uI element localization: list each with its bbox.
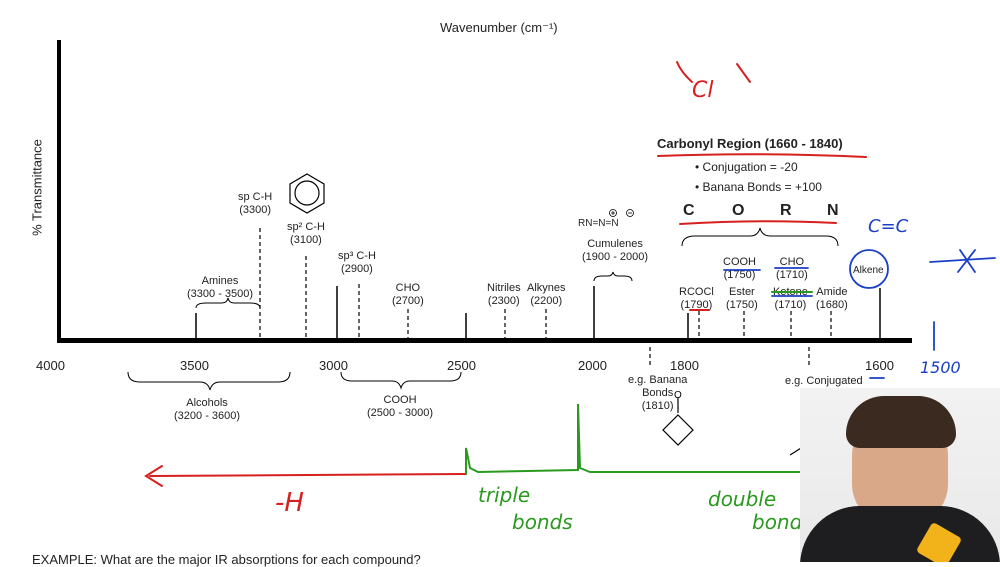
carbonyl-bullet-1: • Conjugation = -20 bbox=[695, 160, 798, 174]
red-arrow-head bbox=[144, 465, 163, 487]
tick-1800: 1800 bbox=[670, 358, 699, 373]
presenter-shirt bbox=[800, 506, 1000, 562]
handwritten-c-equals-c: C=C bbox=[868, 216, 909, 237]
blue-line-x bbox=[929, 257, 996, 263]
tick-3000: 3000 bbox=[319, 358, 348, 373]
label-amines: Amines(3300 - 3500) bbox=[187, 275, 254, 300]
label-sp3-ch: sp³ C-H(2900) bbox=[338, 250, 376, 275]
underline-carbonyl-title bbox=[657, 153, 867, 158]
label-cooh-1750: COOH(1750) bbox=[723, 256, 756, 281]
handwritten-cl: Cl bbox=[692, 78, 714, 103]
label-cumulene-structure: RN=N=N bbox=[578, 218, 619, 229]
label-alkynes: Alkynes(2200) bbox=[527, 282, 566, 307]
handwritten-double: double bbox=[708, 487, 777, 511]
underline-corn bbox=[679, 220, 837, 225]
label-cho-2700: CHO(2700) bbox=[392, 282, 424, 307]
green-spike-2500 bbox=[465, 447, 579, 475]
label-ester: Ester(1750) bbox=[726, 286, 758, 311]
carbonyl-bullet-2: • Banana Bonds = +100 bbox=[695, 180, 822, 194]
bracket-amines bbox=[195, 297, 261, 309]
tick-2500: 2500 bbox=[447, 358, 476, 373]
label-nitriles: Nitriles(2300) bbox=[487, 282, 521, 307]
tick-4000: 4000 bbox=[36, 358, 65, 373]
green-spike-2000 bbox=[577, 403, 881, 473]
corn-letter-o: O bbox=[732, 202, 745, 219]
label-amide: Amide(1680) bbox=[816, 286, 848, 311]
label-cho-1710: CHO(1710) bbox=[776, 256, 808, 281]
y-axis-line bbox=[57, 40, 61, 340]
corn-letter-c: C bbox=[683, 202, 695, 219]
red-arrow-line bbox=[149, 473, 467, 477]
label-rcocl: RCOCl(1790) bbox=[679, 286, 714, 311]
handwritten-minus-h: -H bbox=[275, 488, 304, 518]
handwritten-bonds-1: bonds bbox=[512, 510, 573, 534]
bracket-cumulenes bbox=[593, 271, 633, 282]
handwritten-triple: triple bbox=[478, 483, 531, 507]
cyclobutanone-icon: O bbox=[662, 390, 694, 446]
presenter-video bbox=[800, 388, 1000, 562]
blue-cross-2 bbox=[957, 249, 976, 273]
x-axis-line bbox=[57, 338, 912, 343]
tick-3500: 3500 bbox=[180, 358, 209, 373]
carbonyl-title: Carbonyl Region (1660 - 1840) bbox=[657, 136, 843, 151]
bracket-cooh bbox=[340, 371, 462, 390]
presenter-hair bbox=[846, 396, 956, 448]
label-cumulenes: Cumulenes(1900 - 2000) bbox=[582, 238, 649, 263]
svg-text:O: O bbox=[674, 390, 682, 401]
alkene-circle bbox=[849, 249, 889, 289]
label-alkene: Alkene bbox=[853, 265, 884, 276]
handwritten-1500: 1500 bbox=[920, 358, 961, 377]
handwritten-cl-paren-right bbox=[736, 63, 751, 83]
corn-letter-r: R bbox=[780, 202, 792, 219]
corn-letter-n: N bbox=[827, 202, 839, 219]
label-sp-ch: sp C-H(3300) bbox=[238, 191, 273, 216]
tick-2000: 2000 bbox=[578, 358, 607, 373]
label-alcohols: Alcohols(3200 - 3600) bbox=[174, 397, 241, 422]
benzene-icon bbox=[289, 173, 325, 214]
bracket-alcohols bbox=[127, 371, 291, 391]
bracket-carbonyl bbox=[681, 227, 839, 247]
label-sp2-ch: sp² C-H(3100) bbox=[287, 221, 325, 246]
x-axis-title: Wavenumber (cm⁻¹) bbox=[440, 20, 558, 35]
cumulene-charges-icon bbox=[609, 209, 634, 217]
label-cooh-2500: COOH(2500 - 3000) bbox=[367, 394, 434, 419]
tick-1600: 1600 bbox=[865, 358, 894, 373]
handwritten-cl-paren-left bbox=[676, 61, 693, 83]
